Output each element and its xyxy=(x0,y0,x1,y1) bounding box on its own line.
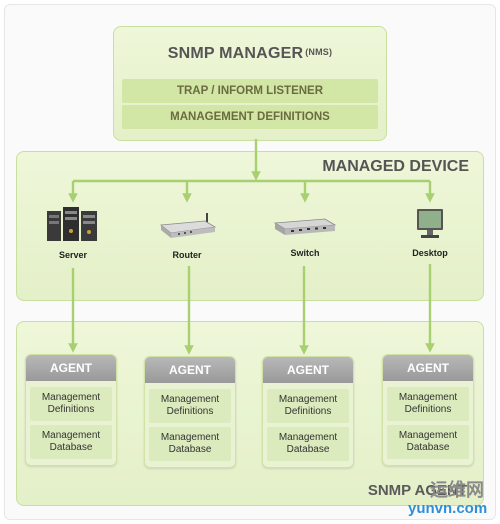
router-icon xyxy=(159,213,217,238)
definitions-line-1: Management xyxy=(398,392,458,403)
watermark-en-text: yunvn.com xyxy=(408,500,488,517)
site-watermark: 运维网 yunvn.com xyxy=(400,474,496,524)
router-label: Router xyxy=(172,250,202,260)
database-line-2: Database xyxy=(406,442,450,453)
manager-title-suffix: (NMS) xyxy=(305,47,333,57)
router-device: Router xyxy=(147,205,227,265)
trap-inform-listener-row: TRAP / INFORM LISTENER xyxy=(122,79,378,103)
database-line-1: Management xyxy=(278,432,338,443)
database-line-2: Database xyxy=(49,442,93,453)
switch-label: Switch xyxy=(290,248,320,258)
definitions-line-2: Definitions xyxy=(47,404,95,415)
database-line-2: Database xyxy=(168,444,212,455)
snmp-manager-panel: SNMP MANAGER(NMS) TRAP / INFORM LISTENER… xyxy=(113,26,387,141)
database-line-1: Management xyxy=(398,430,458,441)
agent-header: AGENT xyxy=(263,357,353,383)
agent-header: AGENT xyxy=(383,355,473,381)
definitions-line-1: Management xyxy=(160,394,220,405)
desktop-device: Desktop xyxy=(390,205,470,265)
manager-title-text: SNMP MANAGER xyxy=(167,45,304,62)
management-definitions-row: MANAGEMENT DEFINITIONS xyxy=(122,105,378,129)
definitions-line-2: Definitions xyxy=(166,406,214,417)
database-line-2: Database xyxy=(286,444,330,455)
manager-title: SNMP MANAGER(NMS) xyxy=(114,45,386,63)
watermark-cn-text: 运维网 xyxy=(430,480,484,500)
database-line-1: Management xyxy=(41,430,101,441)
server-device: Server xyxy=(33,205,113,265)
agent-header: AGENT xyxy=(145,357,235,383)
server-label: Server xyxy=(58,250,88,260)
database-line-1: Management xyxy=(160,432,220,443)
definitions-line-2: Definitions xyxy=(284,406,332,417)
switch-icon xyxy=(273,218,337,235)
definitions-line-1: Management xyxy=(278,394,338,405)
server-icon xyxy=(47,207,97,241)
managed-device-title: MANAGED DEVICE xyxy=(322,158,469,175)
agent-header: AGENT xyxy=(26,355,116,381)
desktop-label: Desktop xyxy=(412,248,448,258)
definitions-line-1: Management xyxy=(41,392,101,403)
desktop-icon xyxy=(417,209,443,238)
switch-device: Switch xyxy=(265,205,345,265)
snmp-agent-title: SNMP AGENT xyxy=(367,482,467,499)
definitions-line-2: Definitions xyxy=(404,404,452,415)
